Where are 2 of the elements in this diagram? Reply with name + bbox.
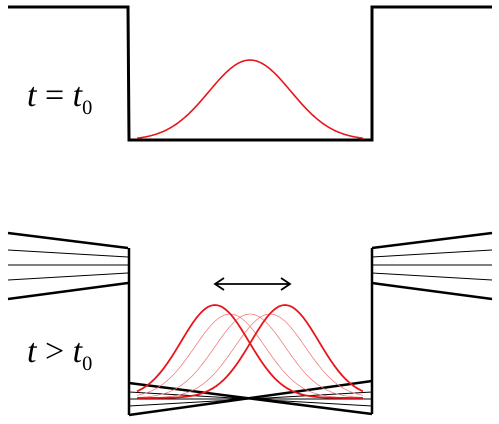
time-label: t > t$_{0}$ [27,335,92,374]
time-label: t = t$_{0}$ [27,79,92,118]
